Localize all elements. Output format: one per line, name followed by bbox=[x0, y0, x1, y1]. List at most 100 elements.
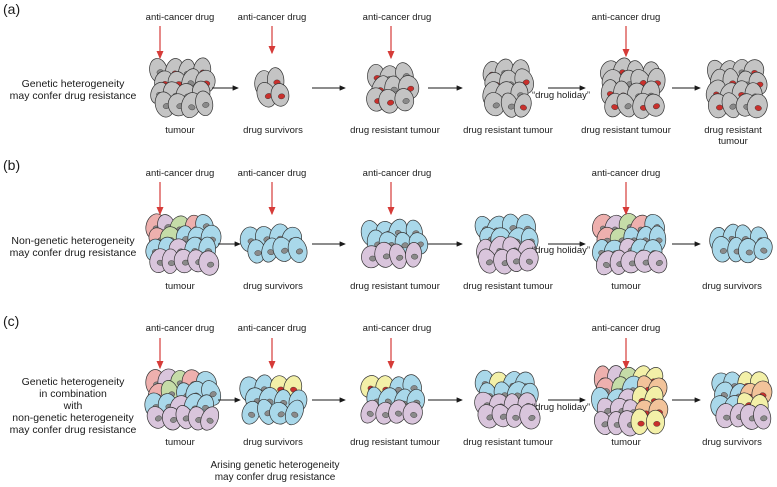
stage-label: tumour bbox=[165, 125, 195, 136]
cell-nucleus bbox=[207, 261, 215, 268]
stage-label: drug survivors bbox=[243, 125, 303, 136]
drug-label: anti-cancer drug bbox=[145, 168, 215, 179]
cell-nucleus bbox=[277, 411, 285, 418]
stage-label: drug resistant tumour bbox=[463, 125, 553, 136]
stage-label: drug resistant tumour bbox=[350, 437, 440, 448]
side-label-line: Genetic heterogeneity bbox=[21, 78, 125, 90]
cell bbox=[269, 401, 290, 425]
cell-nucleus bbox=[637, 420, 645, 427]
cell bbox=[389, 243, 407, 269]
cell-nucleus bbox=[719, 248, 727, 254]
drug-label: anti-cancer drug bbox=[591, 323, 661, 334]
cell bbox=[241, 400, 261, 425]
stage-label: tumour bbox=[165, 281, 195, 292]
cell-nucleus bbox=[188, 104, 196, 111]
cell bbox=[198, 250, 220, 276]
drug-label: anti-cancer drug bbox=[145, 12, 215, 23]
side-label-line: in combination bbox=[39, 388, 107, 400]
cell-nucleus bbox=[155, 415, 162, 422]
cell bbox=[388, 399, 408, 424]
cell-nucleus bbox=[492, 102, 500, 109]
cell bbox=[647, 250, 668, 274]
cell bbox=[287, 236, 308, 263]
cell bbox=[161, 248, 179, 274]
cell bbox=[402, 401, 423, 425]
stage-label: drug survivors bbox=[702, 437, 762, 448]
cell-nucleus bbox=[206, 417, 214, 424]
cell bbox=[146, 406, 167, 429]
side-label-line: may confer drug resistance bbox=[9, 247, 137, 259]
stage-label: drug resistant tumour bbox=[463, 281, 553, 292]
stage-label: drug resistant tumour bbox=[463, 437, 553, 448]
cell bbox=[195, 90, 214, 117]
cell-nucleus bbox=[611, 104, 619, 110]
cell-nucleus bbox=[395, 410, 403, 417]
drug-label: anti-cancer drug bbox=[237, 168, 307, 179]
stage-label: tumour bbox=[611, 437, 641, 448]
cell-nucleus bbox=[248, 411, 256, 418]
cell-nucleus bbox=[366, 410, 374, 417]
cell-nucleus bbox=[254, 250, 262, 256]
cell-nucleus bbox=[526, 258, 533, 265]
cell bbox=[270, 83, 290, 107]
cell bbox=[256, 82, 277, 108]
cell-nucleus bbox=[624, 103, 632, 110]
footnote-line: Arising genetic heterogeneity bbox=[210, 460, 340, 471]
panel-c-label: (c) bbox=[3, 313, 20, 329]
cell-nucleus bbox=[653, 421, 661, 427]
panel-b-label: (b) bbox=[3, 157, 21, 173]
cell bbox=[284, 399, 304, 426]
drug-holiday-label: “drug holiday” bbox=[531, 402, 591, 413]
drug-label: anti-cancer drug bbox=[237, 12, 307, 23]
cell-nucleus bbox=[411, 253, 419, 260]
footnote-line: may confer drug resistance bbox=[214, 472, 336, 483]
cell bbox=[200, 406, 220, 431]
drug-label: anti-cancer drug bbox=[237, 323, 307, 334]
cell bbox=[500, 92, 519, 118]
drug-label: anti-cancer drug bbox=[591, 12, 661, 23]
cell bbox=[645, 409, 665, 435]
cell bbox=[518, 247, 539, 272]
cell-nucleus bbox=[396, 254, 404, 261]
cell-nucleus bbox=[296, 248, 303, 255]
cell bbox=[711, 236, 732, 263]
cell-nucleus bbox=[603, 262, 610, 268]
cell-nucleus bbox=[723, 414, 731, 421]
cell bbox=[721, 92, 741, 119]
cell-nucleus bbox=[291, 411, 299, 418]
cell-nucleus bbox=[655, 260, 663, 266]
cell-nucleus bbox=[202, 102, 210, 108]
panel-a-label: (a) bbox=[3, 1, 21, 17]
cell bbox=[478, 248, 498, 274]
stage-label: tumour bbox=[165, 437, 195, 448]
panel-a-side-label: Genetic heterogeneity may confer drug re… bbox=[2, 78, 144, 102]
cell bbox=[593, 411, 613, 436]
cell-nucleus bbox=[512, 414, 520, 421]
stage-label: tumour bbox=[611, 281, 641, 292]
cell bbox=[491, 404, 512, 428]
cell-nucleus bbox=[528, 415, 536, 421]
side-label-line: non-genetic heterogeneity bbox=[12, 412, 134, 424]
side-label-line: Genetic heterogeneity bbox=[21, 376, 125, 388]
cell-nucleus bbox=[281, 247, 289, 254]
cell bbox=[738, 238, 758, 264]
cell-nucleus bbox=[754, 105, 762, 111]
drug-holiday-label: “drug holiday” bbox=[531, 90, 591, 101]
drug-label: anti-cancer drug bbox=[362, 323, 432, 334]
cell-nucleus bbox=[486, 259, 493, 266]
stage-label: drug survivors bbox=[243, 281, 303, 292]
cell-nucleus bbox=[410, 412, 418, 418]
side-label-line: with bbox=[63, 400, 83, 412]
drug-label: anti-cancer drug bbox=[362, 12, 432, 23]
stage-label: drug resistant tumour bbox=[350, 281, 440, 292]
cell-nucleus bbox=[760, 415, 768, 422]
cell bbox=[616, 92, 636, 118]
drug-label: anti-cancer drug bbox=[591, 168, 661, 179]
drug-label: anti-cancer drug bbox=[145, 323, 215, 334]
cell bbox=[753, 237, 773, 260]
panel-c-side-label: Genetic heterogeneity in combination wit… bbox=[2, 376, 144, 436]
footnote: Arising genetic heterogeneity may confer… bbox=[190, 460, 360, 484]
cell bbox=[394, 88, 415, 112]
cell bbox=[513, 93, 532, 118]
